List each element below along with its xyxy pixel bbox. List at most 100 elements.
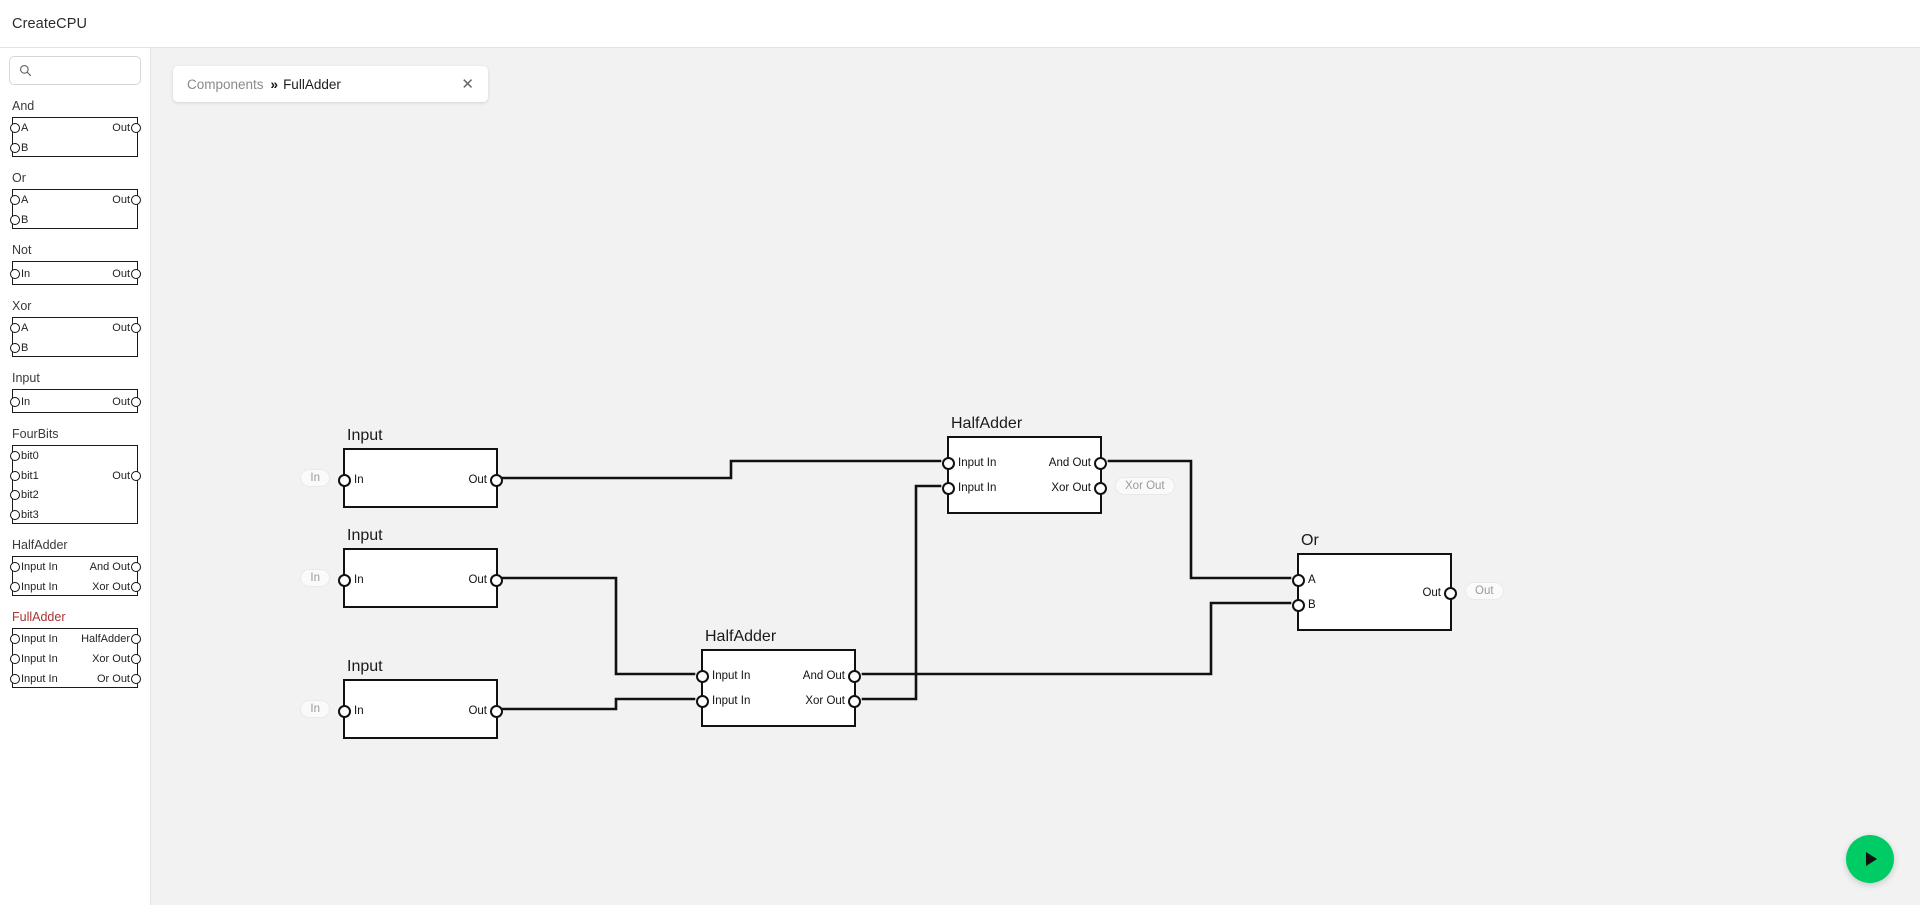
node-title: Or: [1301, 532, 1319, 549]
node-title: HalfAdder: [951, 415, 1023, 432]
port-out-icon[interactable]: [1094, 456, 1107, 470]
port-in-icon[interactable]: [10, 634, 20, 644]
port-in-icon[interactable]: [10, 323, 20, 333]
breadcrumb-root[interactable]: Components: [187, 76, 264, 92]
port-out-label: Out: [112, 469, 130, 482]
port-out-icon[interactable]: [490, 473, 503, 487]
port-in-icon[interactable]: [10, 215, 20, 225]
port-in-icon[interactable]: [696, 669, 709, 683]
close-icon[interactable]: ✕: [461, 75, 474, 93]
port-in-icon[interactable]: [10, 195, 20, 205]
port-in-icon[interactable]: [10, 674, 20, 684]
port-out-icon[interactable]: [1444, 586, 1457, 600]
wire[interactable]: [861, 601, 1292, 676]
port-out-icon[interactable]: [131, 470, 141, 481]
wire[interactable]: [861, 484, 942, 701]
port-in-icon[interactable]: [10, 470, 20, 481]
wire[interactable]: [496, 576, 696, 676]
port-out-label: Out: [468, 705, 487, 717]
port-out-icon[interactable]: [131, 195, 141, 205]
port-in-icon[interactable]: [1292, 573, 1305, 587]
port-out-label: Out: [1422, 587, 1441, 599]
port-in-icon[interactable]: [10, 343, 20, 353]
port-in-icon[interactable]: [10, 123, 20, 133]
port-in-icon[interactable]: [942, 456, 955, 470]
port-out-icon[interactable]: [131, 323, 141, 333]
search-input[interactable]: [37, 63, 137, 78]
port-chip-right: Xor Out: [1116, 478, 1174, 494]
palette-port-row: bit3: [10, 505, 137, 525]
wire[interactable]: [496, 459, 942, 480]
port-out-icon[interactable]: [131, 562, 141, 572]
port-in-icon[interactable]: [10, 397, 20, 407]
port-in-icon[interactable]: [10, 654, 20, 664]
port-out-icon[interactable]: [131, 634, 141, 644]
port-in-icon[interactable]: [1292, 598, 1305, 612]
port-out-icon[interactable]: [131, 123, 141, 133]
port-in-icon[interactable]: [10, 450, 20, 461]
wire[interactable]: [496, 697, 696, 711]
search-box[interactable]: [9, 56, 141, 85]
port-out-icon[interactable]: [131, 654, 141, 664]
port-in-icon[interactable]: [10, 510, 20, 521]
play-icon: [1866, 852, 1877, 866]
port-out-icon[interactable]: [131, 582, 141, 592]
port-in-icon[interactable]: [10, 269, 20, 279]
port-in-icon[interactable]: [338, 473, 351, 487]
port-in-icon[interactable]: [10, 490, 20, 501]
port-in-icon[interactable]: [10, 143, 20, 153]
tab-fulladder[interactable]: Components » FullAdder ✕: [173, 66, 488, 102]
port-in-icon[interactable]: [942, 481, 955, 495]
port-out-icon[interactable]: [131, 269, 141, 279]
port-out-icon[interactable]: [848, 694, 861, 708]
port-in-icon[interactable]: [696, 694, 709, 708]
port-in-icon[interactable]: [10, 562, 20, 572]
breadcrumb-leaf: FullAdder: [283, 76, 341, 92]
port-out-icon[interactable]: [490, 704, 503, 718]
port-out-icon[interactable]: [848, 669, 861, 683]
port-out-icon[interactable]: [131, 674, 141, 684]
port-in-icon[interactable]: [10, 582, 20, 592]
port-in-icon[interactable]: [338, 704, 351, 718]
port-in-label: bit0: [21, 449, 39, 462]
port-out-icon[interactable]: [490, 573, 503, 587]
port-out-icon[interactable]: [1094, 481, 1107, 495]
port-in-icon[interactable]: [338, 573, 351, 587]
run-simulation-button[interactable]: [1846, 835, 1894, 883]
port-out-icon[interactable]: [131, 397, 141, 407]
